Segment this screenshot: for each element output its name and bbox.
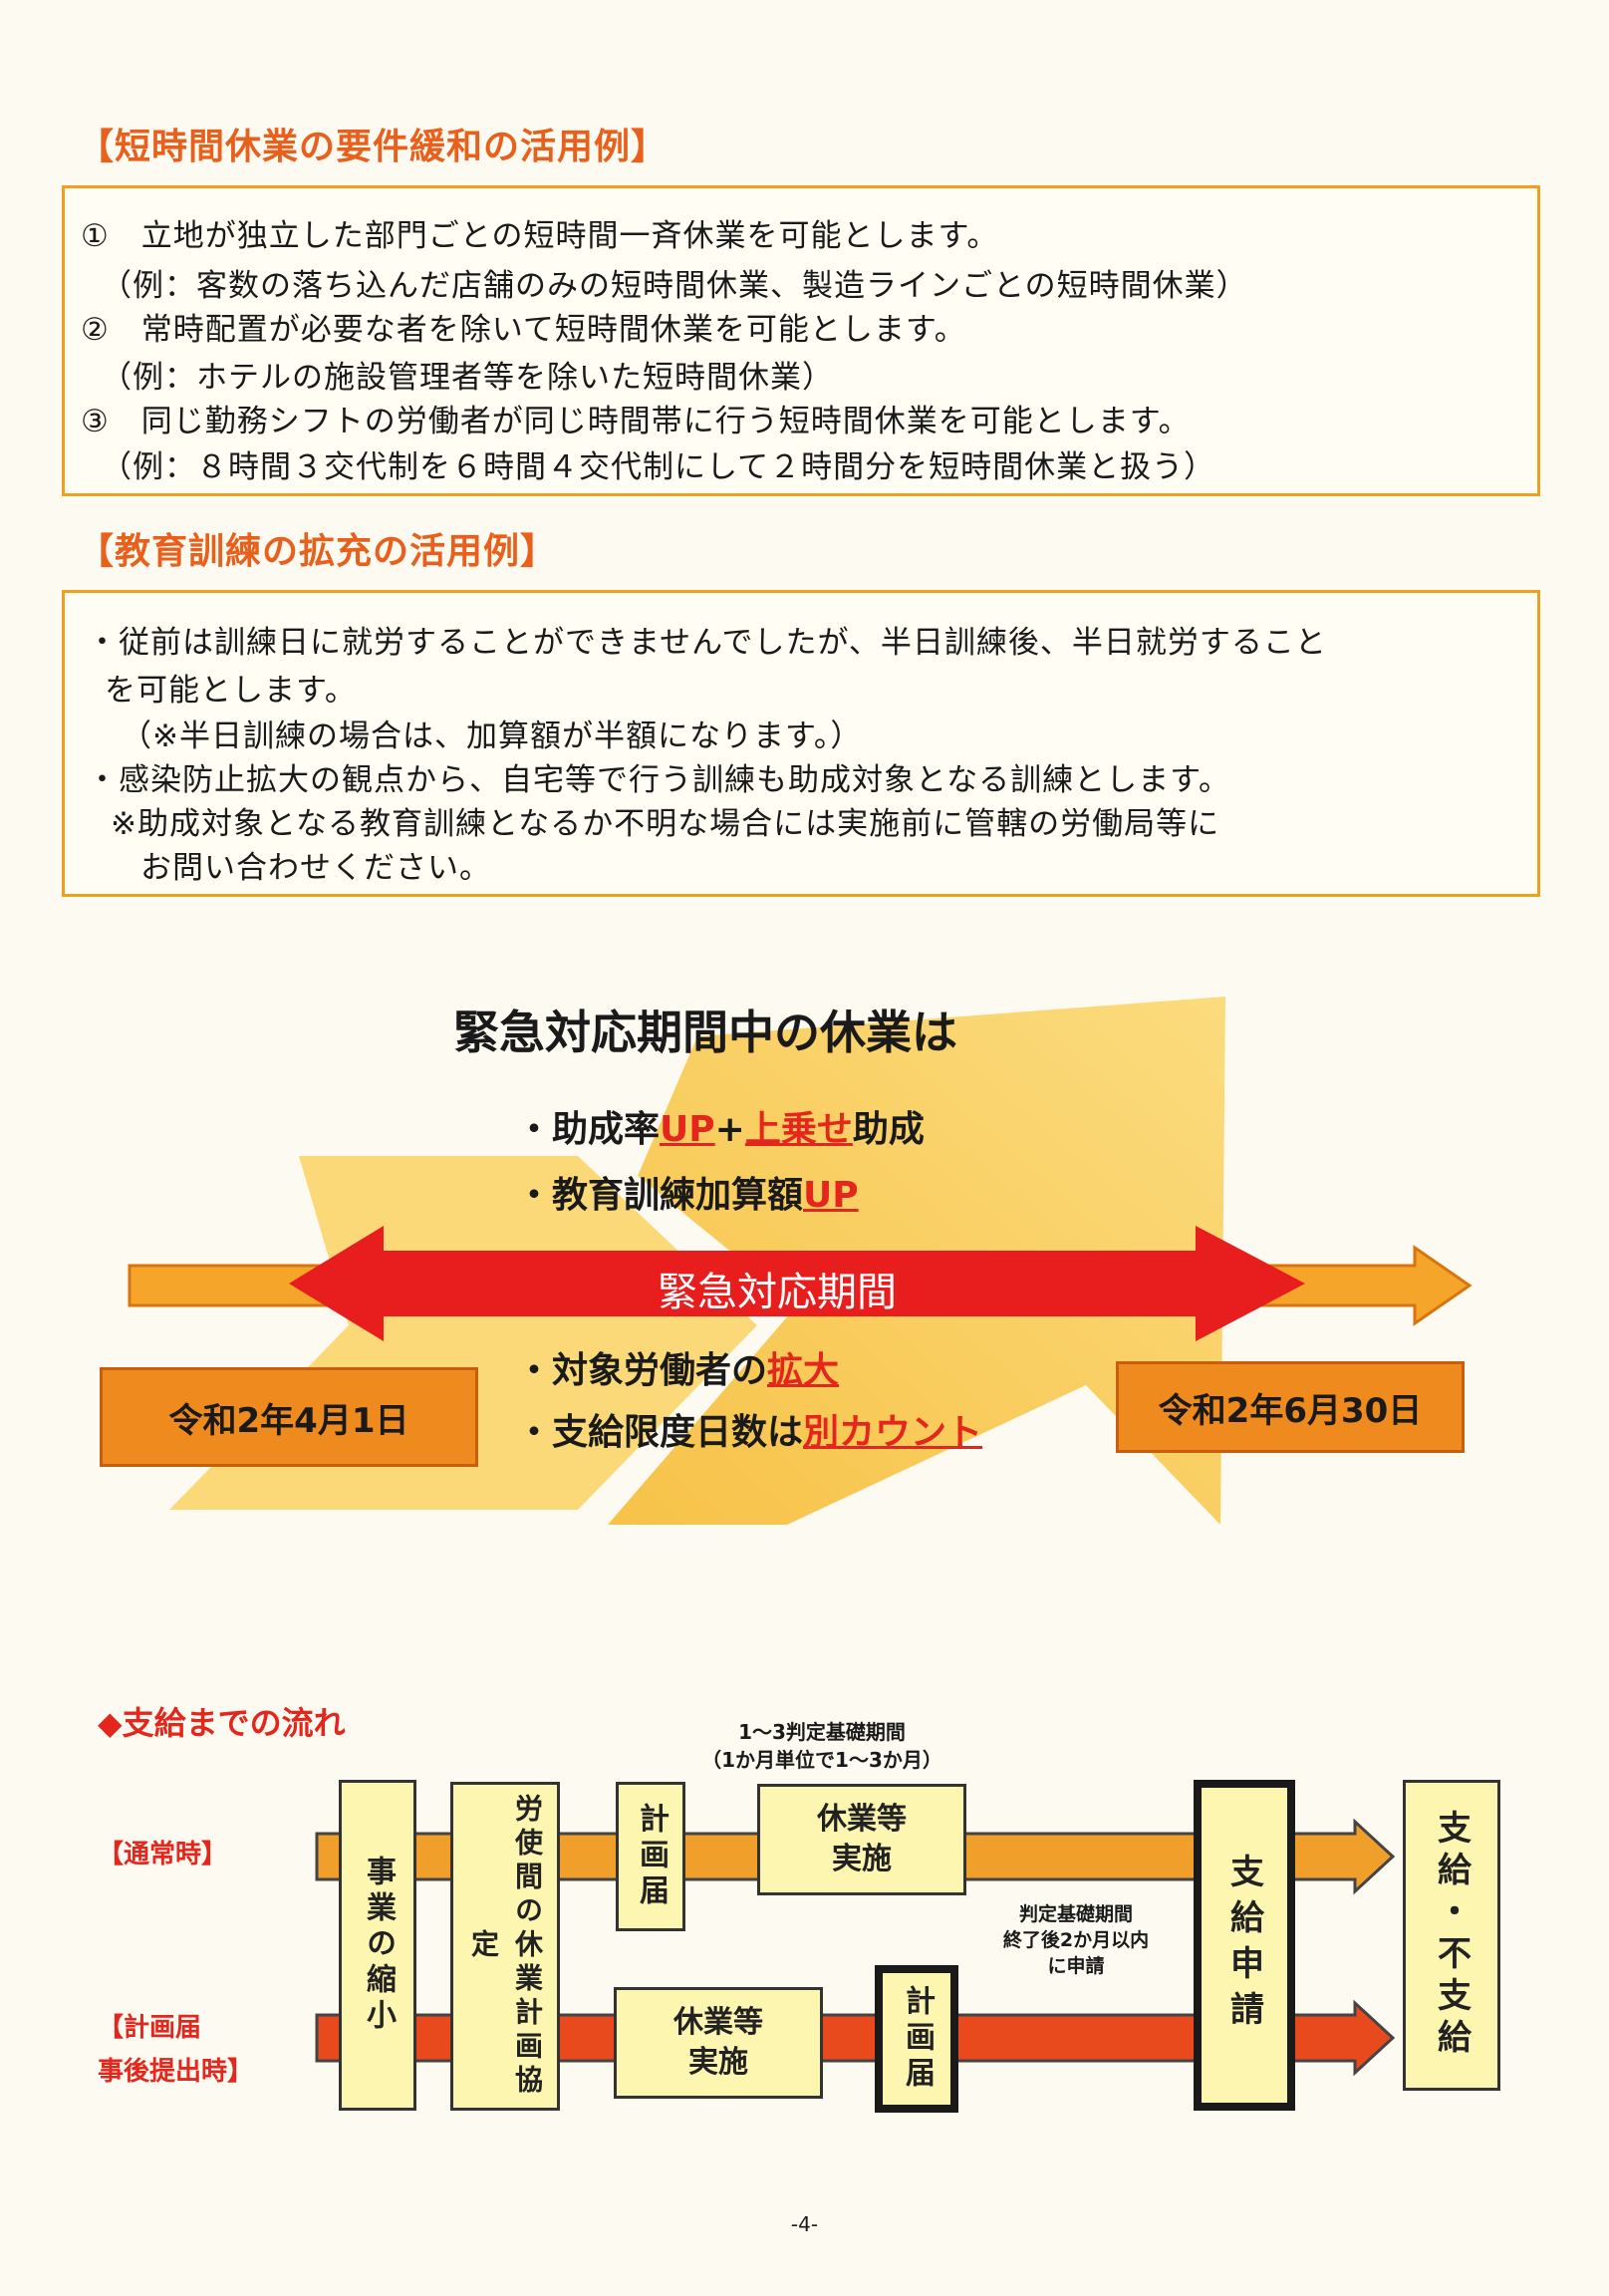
item2-text-a: ・教育訓練加算額 <box>516 1175 804 1216</box>
emergency-item-4: ・支給限度日数は別カウント <box>516 1403 982 1455</box>
item1-up: UP <box>660 1109 715 1150</box>
label-plan-2: 事後提出時】 <box>98 2057 254 2087</box>
end-date-box: 令和2年6月30日 <box>1116 1361 1465 1453</box>
label-plan-1: 【計画届 <box>98 2013 202 2043</box>
section2-line-3: （※半日訓練の場合は、加算額が半額になります。） <box>121 718 863 754</box>
flow-title: ◆支給までの流れ <box>98 1704 346 1742</box>
section2-line-6: お問い合わせください。 <box>140 850 491 886</box>
item4-text-a: ・支給限度日数は <box>516 1412 804 1453</box>
flow-note-top-1: 1～3判定基礎期間 <box>738 1720 906 1744</box>
box-labor-agreement: 労使間の休業計画協定 <box>450 1782 560 2111</box>
emergency-period-arrow <box>289 1226 1305 1341</box>
section2-line-5: ※助成対象となる教育訓練となるか不明な場合には実施前に管轄の労働局等に <box>111 806 1220 842</box>
label-normal: 【通常時】 <box>98 1840 228 1869</box>
emergency-item-1: ・助成率UP+上乗せ助成 <box>516 1100 925 1152</box>
box-plan-after: 計画届 <box>875 1965 958 2113</box>
section2-line-1: ・従前は訓練日に就労することができませんでしたが、半日訓練後、半日就労すること <box>87 625 1327 661</box>
item1-red: 上乗せ <box>744 1109 853 1150</box>
section1-line-6: （例：８時間３交代制を６時間４交代制にして２時間分を短時間休業と扱う） <box>101 449 1216 485</box>
section1-line-3: ② 常時配置が必要な者を除いて短時間休業を可能とします。 <box>81 312 966 348</box>
section1-line-2: （例：客数の落ち込んだ店舗のみの短時間休業、製造ラインごとの短時間休業） <box>101 268 1248 304</box>
emergency-period-label: 緊急対応期間 <box>658 1270 897 1315</box>
item3-text-a: ・対象労働者の <box>516 1350 768 1391</box>
item4-red: 別カウント <box>803 1412 983 1453</box>
item1-text-a: ・助成率 <box>516 1109 661 1150</box>
item1-plus: + <box>714 1109 745 1150</box>
box-result: 支給・不支給 <box>1403 1780 1500 2091</box>
section2-title: 【教育訓練の拡充の活用例】 <box>78 531 558 572</box>
box-apply: 支給申請 <box>1194 1780 1295 2111</box>
emergency-heading: 緊急対応期間中の休業は <box>453 1005 957 1059</box>
section2-line-2: を可能とします。 <box>105 673 357 709</box>
section2-box: ・従前は訓練日に就労することができませんでしたが、半日訓練後、半日就労すること … <box>62 590 1540 897</box>
item1-text-b: 助成 <box>852 1109 925 1150</box>
section1-line-1: ① 立地が独立した部門ごとの短時間一斉休業を可能とします。 <box>81 218 999 254</box>
item2-up: UP <box>803 1175 859 1216</box>
page-number: -4- <box>790 2212 819 2236</box>
emergency-item-2: ・教育訓練加算額UP <box>516 1166 859 1218</box>
start-date-box: 令和2年4月1日 <box>100 1367 478 1467</box>
item3-red: 拡大 <box>767 1350 840 1391</box>
box-plan-normal: 計画届 <box>616 1782 685 1931</box>
section1-box: ① 立地が独立した部門ごとの短時間一斉休業を可能とします。 （例：客数の落ち込ん… <box>62 185 1540 496</box>
section2-line-4: ・感染防止拡大の観点から、自宅等で行う訓練も助成対象となる訓練とします。 <box>87 762 1230 798</box>
section1-line-5: ③ 同じ勤務シフトの労働者が同じ時間帯に行う短時間休業を可能とします。 <box>81 404 1191 439</box>
section1-title: 【短時間休業の要件緩和の活用例】 <box>78 127 669 167</box>
emergency-item-3: ・対象労働者の拡大 <box>516 1341 839 1393</box>
box-business-shrink: 事業の縮小 <box>339 1780 416 2111</box>
flow-note-top-2: （1か月単位で1～3か月） <box>701 1748 942 1772</box>
flow-note-mid-1: 判定基礎期間 <box>1018 1903 1133 1925</box>
box-leave-plan: 休業等 実施 <box>614 1987 823 2099</box>
flow-note-mid-2: 終了後2か月以内 <box>1002 1929 1150 1951</box>
flow-note-mid-3: に申請 <box>1047 1955 1105 1977</box>
section1-line-4: （例：ホテルの施設管理者等を除いた短時間休業） <box>101 360 834 396</box>
box-leave-normal: 休業等 実施 <box>757 1784 966 1895</box>
